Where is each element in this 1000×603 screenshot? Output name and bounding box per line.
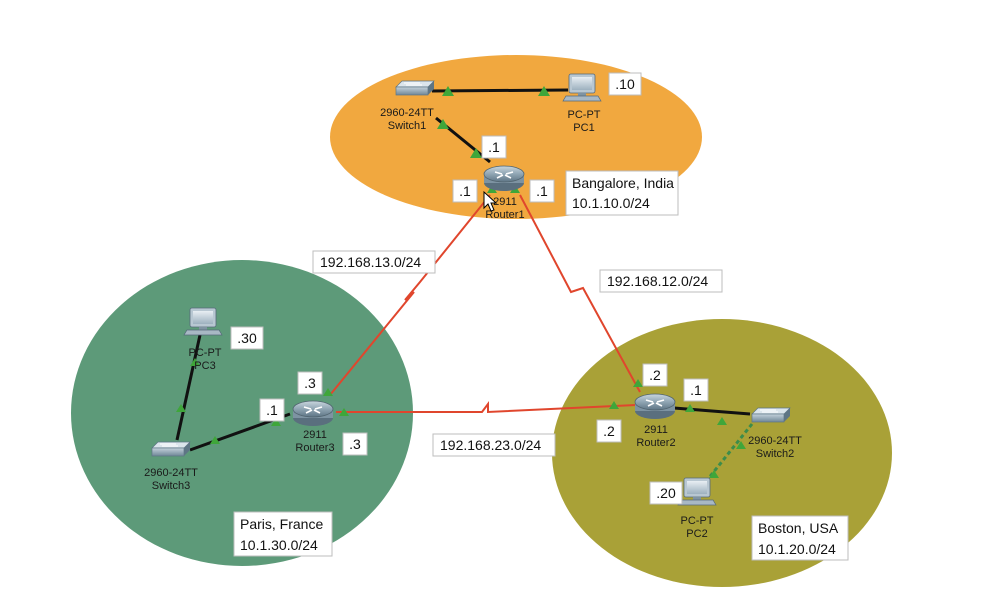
link-up-indicator xyxy=(190,358,200,366)
ip-tag-r2-lan: .1 xyxy=(683,378,709,402)
link-router2-switch2[interactable] xyxy=(673,406,751,416)
svg-text:.1: .1 xyxy=(690,382,702,398)
link-up-indicator xyxy=(685,404,695,412)
svg-text:.1: .1 xyxy=(488,139,500,155)
link-up-indicator xyxy=(210,436,220,444)
link-up-indicator xyxy=(339,408,349,416)
link-up-indicator xyxy=(271,418,281,426)
svg-text:.3: .3 xyxy=(304,375,316,391)
ip-tag-r2-to-r3: .2 xyxy=(596,419,622,443)
link-up-indicator xyxy=(736,441,746,449)
link-up-indicator xyxy=(538,86,550,96)
svg-text:.1: .1 xyxy=(266,402,278,418)
link-up-indicator xyxy=(437,119,449,129)
switch3-model: 2960-24TT xyxy=(144,467,198,479)
link-up-indicator xyxy=(176,404,186,412)
ip-tag-r1-to-r3: .1 xyxy=(452,179,478,203)
serial-links xyxy=(329,194,641,414)
paris-zone xyxy=(71,260,413,566)
svg-text:192.168.12.0/24: 192.168.12.0/24 xyxy=(607,273,708,289)
router2-icon[interactable] xyxy=(634,393,676,420)
pc3-name: PC3 xyxy=(194,360,215,372)
ip-tag-pc1: .10 xyxy=(608,72,642,96)
paris-info-box: Paris, France 10.1.30.0/24 xyxy=(233,511,333,557)
ip-tag-r3-lan: .1 xyxy=(259,398,285,422)
serial-link-router3-router2[interactable] xyxy=(336,401,637,414)
link-up-indicator xyxy=(609,401,619,409)
svg-text:.3: .3 xyxy=(349,436,361,452)
switch1-model: 2960-24TT xyxy=(380,107,434,119)
svg-text:192.168.23.0/24: 192.168.23.0/24 xyxy=(440,437,541,453)
svg-text:.1: .1 xyxy=(459,183,471,199)
boston-name: Boston, USA xyxy=(758,520,839,536)
link-switch3-pc3[interactable] xyxy=(175,334,202,441)
pc3-icon[interactable] xyxy=(183,307,223,336)
wan-label-r1-r2: 192.168.12.0/24 xyxy=(599,269,723,293)
pc1-icon[interactable] xyxy=(562,73,602,102)
svg-text:.2: .2 xyxy=(603,423,615,439)
svg-text:.20: .20 xyxy=(656,485,676,501)
pc1-name: PC1 xyxy=(573,122,594,134)
switch3-name: Switch3 xyxy=(152,480,191,492)
svg-text:.1: .1 xyxy=(536,183,548,199)
serial-link-router1-router2[interactable] xyxy=(519,194,641,393)
bangalore-subnet: 10.1.10.0/24 xyxy=(572,195,650,211)
link-up-indicator xyxy=(470,148,482,158)
link-indicators xyxy=(176,86,746,478)
pc2-icon[interactable] xyxy=(677,477,717,506)
svg-text:.2: .2 xyxy=(649,367,661,383)
paris-subnet: 10.1.30.0/24 xyxy=(240,537,318,553)
wan-label-r2-r3: 192.168.23.0/24 xyxy=(432,433,556,457)
ip-tag-pc2: .20 xyxy=(649,481,683,505)
link-switch1-pc1[interactable] xyxy=(431,88,569,93)
svg-text:.30: .30 xyxy=(237,330,257,346)
boston-subnet: 10.1.20.0/24 xyxy=(758,541,836,557)
link-up-indicator xyxy=(442,86,454,96)
ip-tag-r1-lan: .1 xyxy=(481,135,507,159)
switch3-icon[interactable] xyxy=(151,441,191,457)
pc2-model: PC-PT xyxy=(681,515,714,527)
ip-tag-r3-to-r1: .3 xyxy=(297,371,323,395)
ip-tag-r1-to-r2: .1 xyxy=(529,179,555,203)
switch2-name: Switch2 xyxy=(756,448,795,460)
router2-name: Router2 xyxy=(636,437,675,449)
ip-tag-pc3: .30 xyxy=(230,326,264,350)
switch1-name: Switch1 xyxy=(388,120,427,132)
bangalore-info-box: Bangalore, India 10.1.10.0/24 xyxy=(565,170,679,216)
router1-name: Router1 xyxy=(485,209,524,221)
router1-icon[interactable] xyxy=(483,165,525,192)
link-up-indicator xyxy=(709,470,719,478)
switch2-model: 2960-24TT xyxy=(748,435,802,447)
mouse-cursor-icon xyxy=(483,190,498,212)
router3-icon[interactable] xyxy=(292,400,334,427)
link-up-indicator xyxy=(717,417,727,425)
paris-name: Paris, France xyxy=(240,516,323,532)
link-up-indicator xyxy=(323,388,333,396)
pc1-model: PC-PT xyxy=(568,109,601,121)
wan-label-r1-r3: 192.168.13.0/24 xyxy=(312,250,436,274)
link-up-indicator xyxy=(633,379,643,387)
serial-link-router1-router3[interactable] xyxy=(329,194,491,396)
pc2-name: PC2 xyxy=(686,528,707,540)
svg-text:192.168.13.0/24: 192.168.13.0/24 xyxy=(320,254,421,270)
boston-info-box: Boston, USA 10.1.20.0/24 xyxy=(751,515,849,561)
svg-text:.10: .10 xyxy=(615,76,635,92)
switch2-icon[interactable] xyxy=(751,407,791,423)
ip-tag-r3-to-r2: .3 xyxy=(342,432,368,456)
router2-model: 2911 xyxy=(644,424,668,436)
bangalore-name: Bangalore, India xyxy=(572,175,674,191)
pc3-model: PC-PT xyxy=(189,347,222,359)
switch1-icon[interactable] xyxy=(395,80,435,96)
ip-tag-r2-to-r1: .2 xyxy=(642,363,668,387)
router3-name: Router3 xyxy=(295,442,334,454)
router3-model: 2911 xyxy=(303,429,327,441)
router1-model: 2911 xyxy=(493,196,517,208)
